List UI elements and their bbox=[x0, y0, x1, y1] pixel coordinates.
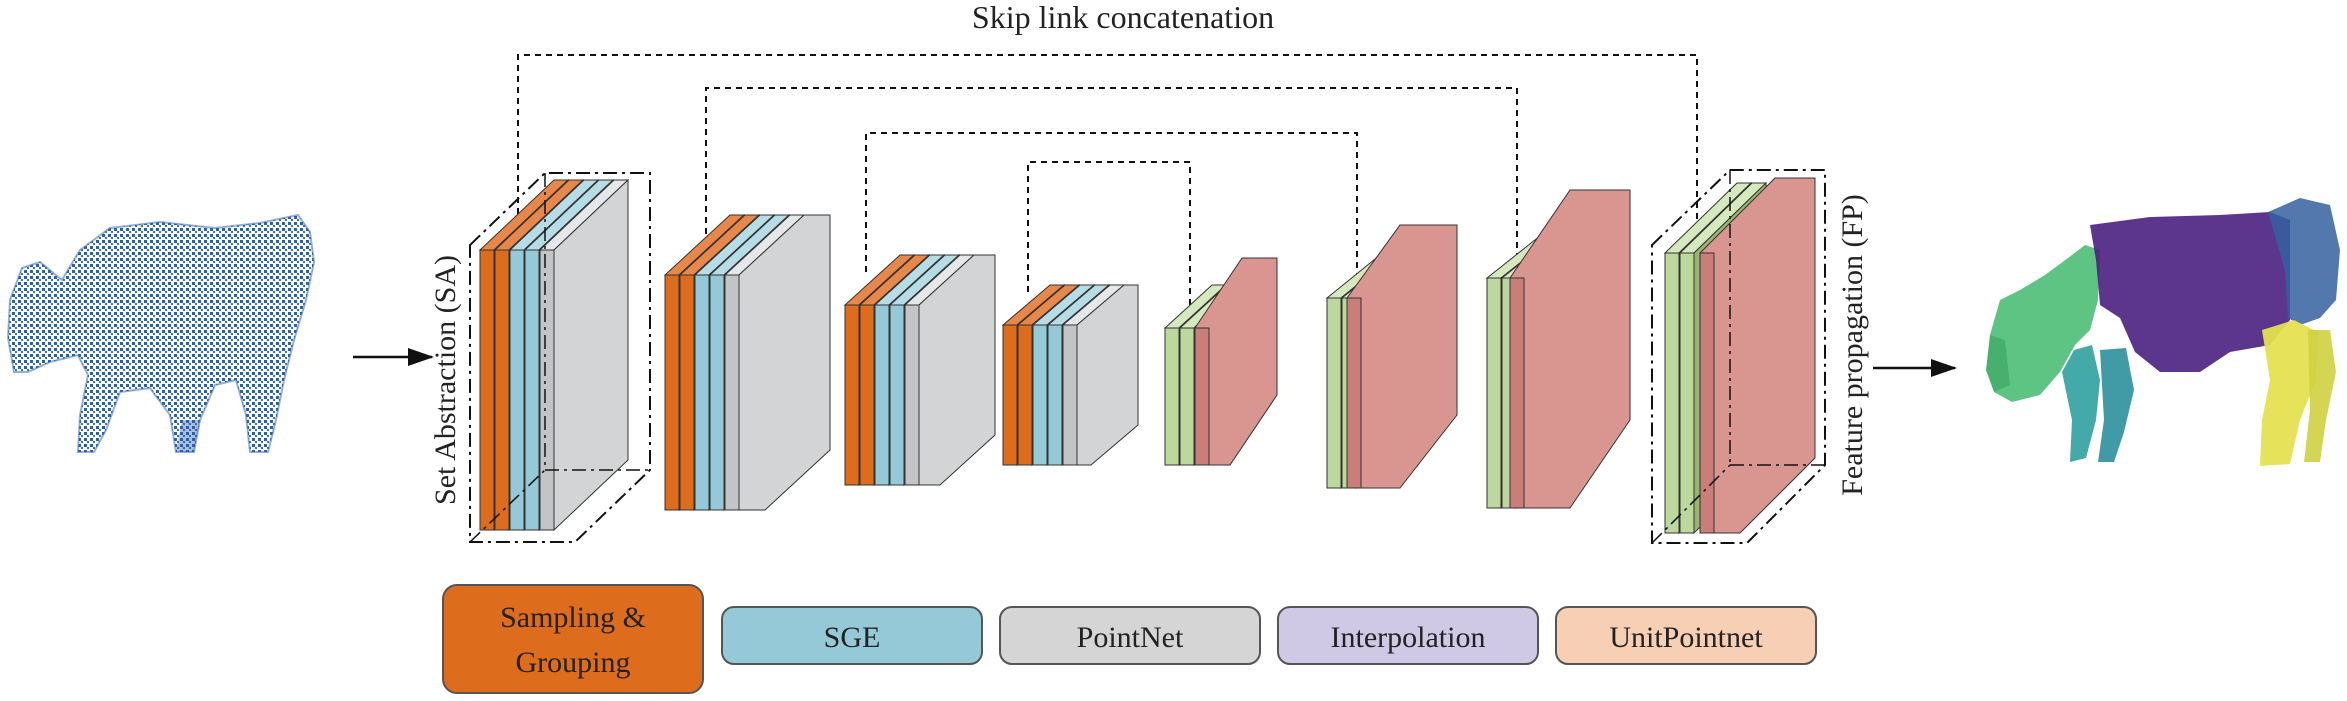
legend-item-sampling: Sampling & Grouping bbox=[442, 584, 704, 694]
skip-links bbox=[517, 54, 1698, 310]
legend-label-interpolation: Interpolation bbox=[1331, 621, 1486, 654]
legend-label-sampling-line1: Sampling & bbox=[500, 601, 646, 634]
segmented-point-cloud-cow-icon bbox=[1986, 198, 2340, 466]
skip-link-inner bbox=[1027, 161, 1191, 310]
fp-stage-2 bbox=[1325, 224, 1458, 490]
set-abstraction-label: Set Abstraction (SA) bbox=[429, 255, 462, 505]
legend-item-pointnet: PointNet bbox=[999, 606, 1261, 665]
sa-stage-4 bbox=[1001, 283, 1139, 467]
input-point-cloud-cow-icon bbox=[6, 213, 316, 453]
fp-stage-4 bbox=[1651, 169, 1826, 544]
fp-stage-1 bbox=[1163, 257, 1278, 467]
skip-link-2 bbox=[705, 87, 1518, 265]
feature-propagation-label: Feature propagation (FP) bbox=[1836, 194, 1869, 496]
legend: Sampling & Grouping SGE PointNet Interpo… bbox=[442, 584, 1817, 694]
skip-link-outer bbox=[517, 54, 1698, 230]
sa-stage-1 bbox=[469, 172, 651, 543]
legend-label-sampling-line2: Grouping bbox=[516, 646, 631, 679]
pointnet-layer bbox=[538, 178, 630, 532]
sa-stage-2 bbox=[663, 213, 831, 512]
legend-label-unitpointnet: UnitPointnet bbox=[1609, 621, 1763, 654]
legend-label-sge: SGE bbox=[824, 621, 881, 654]
legend-item-sge: SGE bbox=[721, 606, 983, 665]
fp-stage-3 bbox=[1485, 189, 1631, 510]
skip-link-title: Skip link concatenation bbox=[972, 0, 1274, 35]
legend-label-pointnet: PointNet bbox=[1077, 621, 1184, 654]
sa-stage-3 bbox=[843, 253, 996, 487]
legend-item-unitpointnet: UnitPointnet bbox=[1555, 606, 1817, 665]
legend-item-interpolation: Interpolation bbox=[1277, 606, 1539, 665]
skip-link-3 bbox=[865, 132, 1358, 278]
